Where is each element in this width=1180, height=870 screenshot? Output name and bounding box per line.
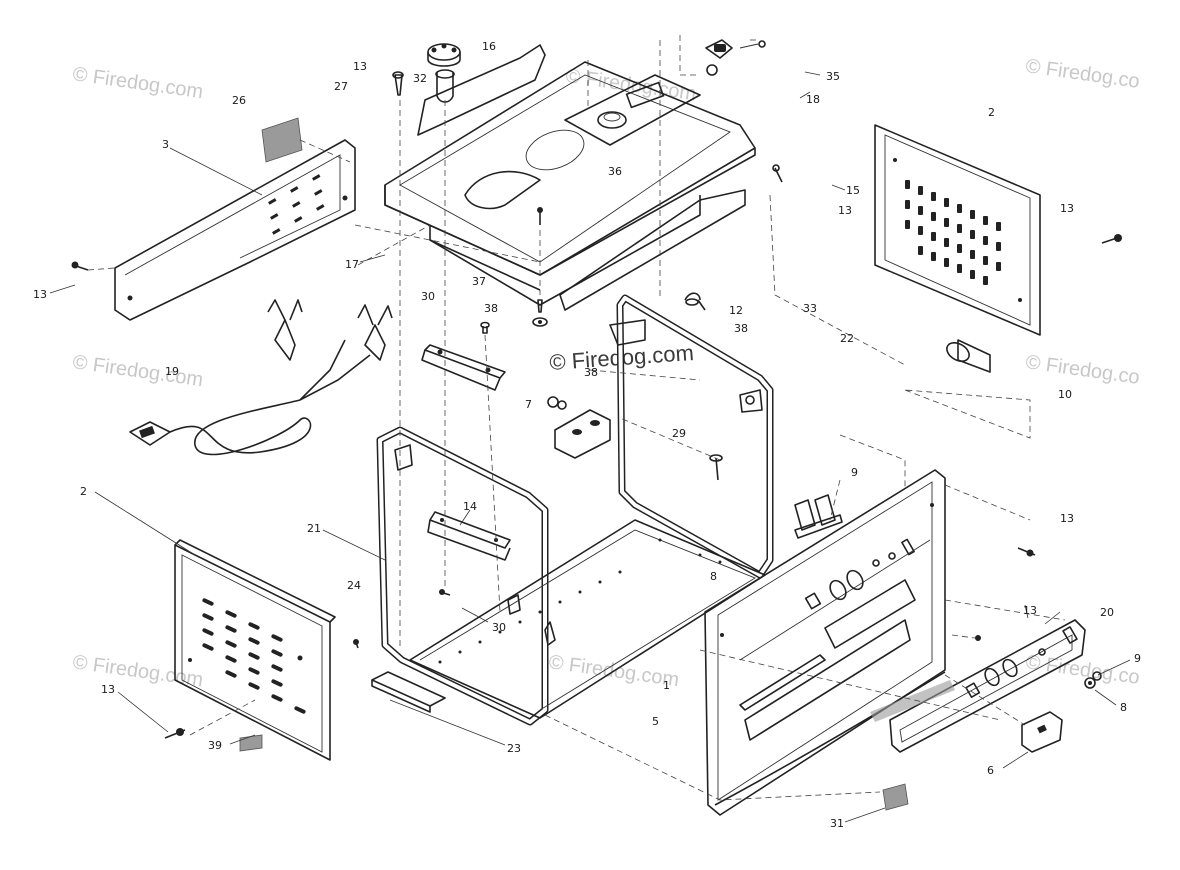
fasteners: [71, 71, 1122, 739]
callout-label: 5: [652, 715, 659, 728]
callout-label: 12: [729, 304, 743, 317]
callout-label: 33: [803, 302, 817, 315]
callout-label: 13: [1060, 512, 1074, 525]
callout-label: 37: [472, 275, 486, 288]
label-plates: [239, 680, 955, 811]
callout-label: 14: [463, 500, 477, 513]
callout-label: 13: [1023, 604, 1037, 617]
assembly-lines: [87, 35, 1066, 801]
callout-label: 15: [846, 184, 860, 197]
callout-label: 13: [101, 683, 115, 696]
callout-label: 22: [840, 332, 854, 345]
watermark: © Firedog.co: [1024, 55, 1141, 93]
callout-label: 9: [1134, 652, 1141, 665]
fuel-gauge-bracket: [417, 44, 546, 136]
watermark: © Firedog.co: [1024, 651, 1141, 689]
callout-label: 2: [988, 106, 995, 119]
callout-labels: 16 13 32 27 26 35 18 2 3 36 15 13 13 13 …: [33, 40, 1141, 830]
callout-label: 13: [838, 204, 852, 217]
callout-label: 30: [421, 290, 435, 303]
callout-label: 20: [1100, 606, 1114, 619]
watermark: © Firedog.com: [71, 63, 204, 103]
callout-label: 21: [307, 522, 321, 535]
callout-label: 39: [208, 739, 222, 752]
control-panel: [704, 469, 946, 816]
warning-label: [261, 117, 303, 163]
callout-label: 35: [826, 70, 840, 83]
callout-label: 17: [345, 258, 359, 271]
side-panel-left-upper: [114, 139, 356, 321]
callout-label: 18: [806, 93, 820, 106]
callout-label: 3: [162, 138, 169, 151]
callout-label: 13: [1060, 202, 1074, 215]
battery-charge-cable: [129, 299, 393, 456]
callout-label: 38: [484, 302, 498, 315]
watermarks: © Firedog.com © Firedog.com © Firedog.co…: [71, 55, 1141, 691]
callout-label: 32: [413, 72, 427, 85]
callout-label: 10: [1058, 388, 1072, 401]
circuit-breaker: [794, 494, 843, 539]
ac-receptacle: [547, 396, 611, 459]
callout-label: 8: [1120, 701, 1127, 714]
callout-label: 16: [482, 40, 496, 53]
callout-label: 8: [710, 570, 717, 583]
engine-switch: [1021, 711, 1063, 753]
fuel-tank: [384, 61, 756, 311]
frame-rear: [609, 292, 774, 579]
side-panel-left-lower: [174, 539, 336, 761]
callout-label: 36: [608, 165, 622, 178]
base-bracket: [371, 671, 446, 713]
callout-label: 9: [851, 466, 858, 479]
fuel-valve: [705, 39, 766, 76]
side-panel-right-upper: [874, 124, 1041, 336]
watermark: © Firedog.co: [1024, 351, 1141, 389]
callout-label: 1: [663, 679, 670, 692]
callout-label: 29: [672, 427, 686, 440]
callout-label: 31: [830, 817, 844, 830]
frame-front: [376, 426, 549, 726]
callout-label: 26: [232, 94, 246, 107]
callout-label: 27: [334, 80, 348, 93]
leader-lines: [49, 71, 1131, 823]
callout-label: 24: [347, 579, 361, 592]
watermark: © Firedog.com: [71, 351, 204, 391]
fuel-cap: [427, 43, 461, 103]
callout-label: 30: [492, 621, 506, 634]
callout-label: 19: [165, 365, 179, 378]
callout-label: 13: [33, 288, 47, 301]
callout-label: 13: [353, 60, 367, 73]
callout-label: 23: [507, 742, 521, 755]
front-face-plate: [889, 619, 1086, 753]
callout-label: 2: [80, 485, 87, 498]
callout-label: 38: [584, 366, 598, 379]
callout-label: 38: [734, 322, 748, 335]
mounting-bracket: [421, 344, 506, 391]
callout-label: 6: [987, 764, 994, 777]
callout-label: 7: [525, 398, 532, 411]
